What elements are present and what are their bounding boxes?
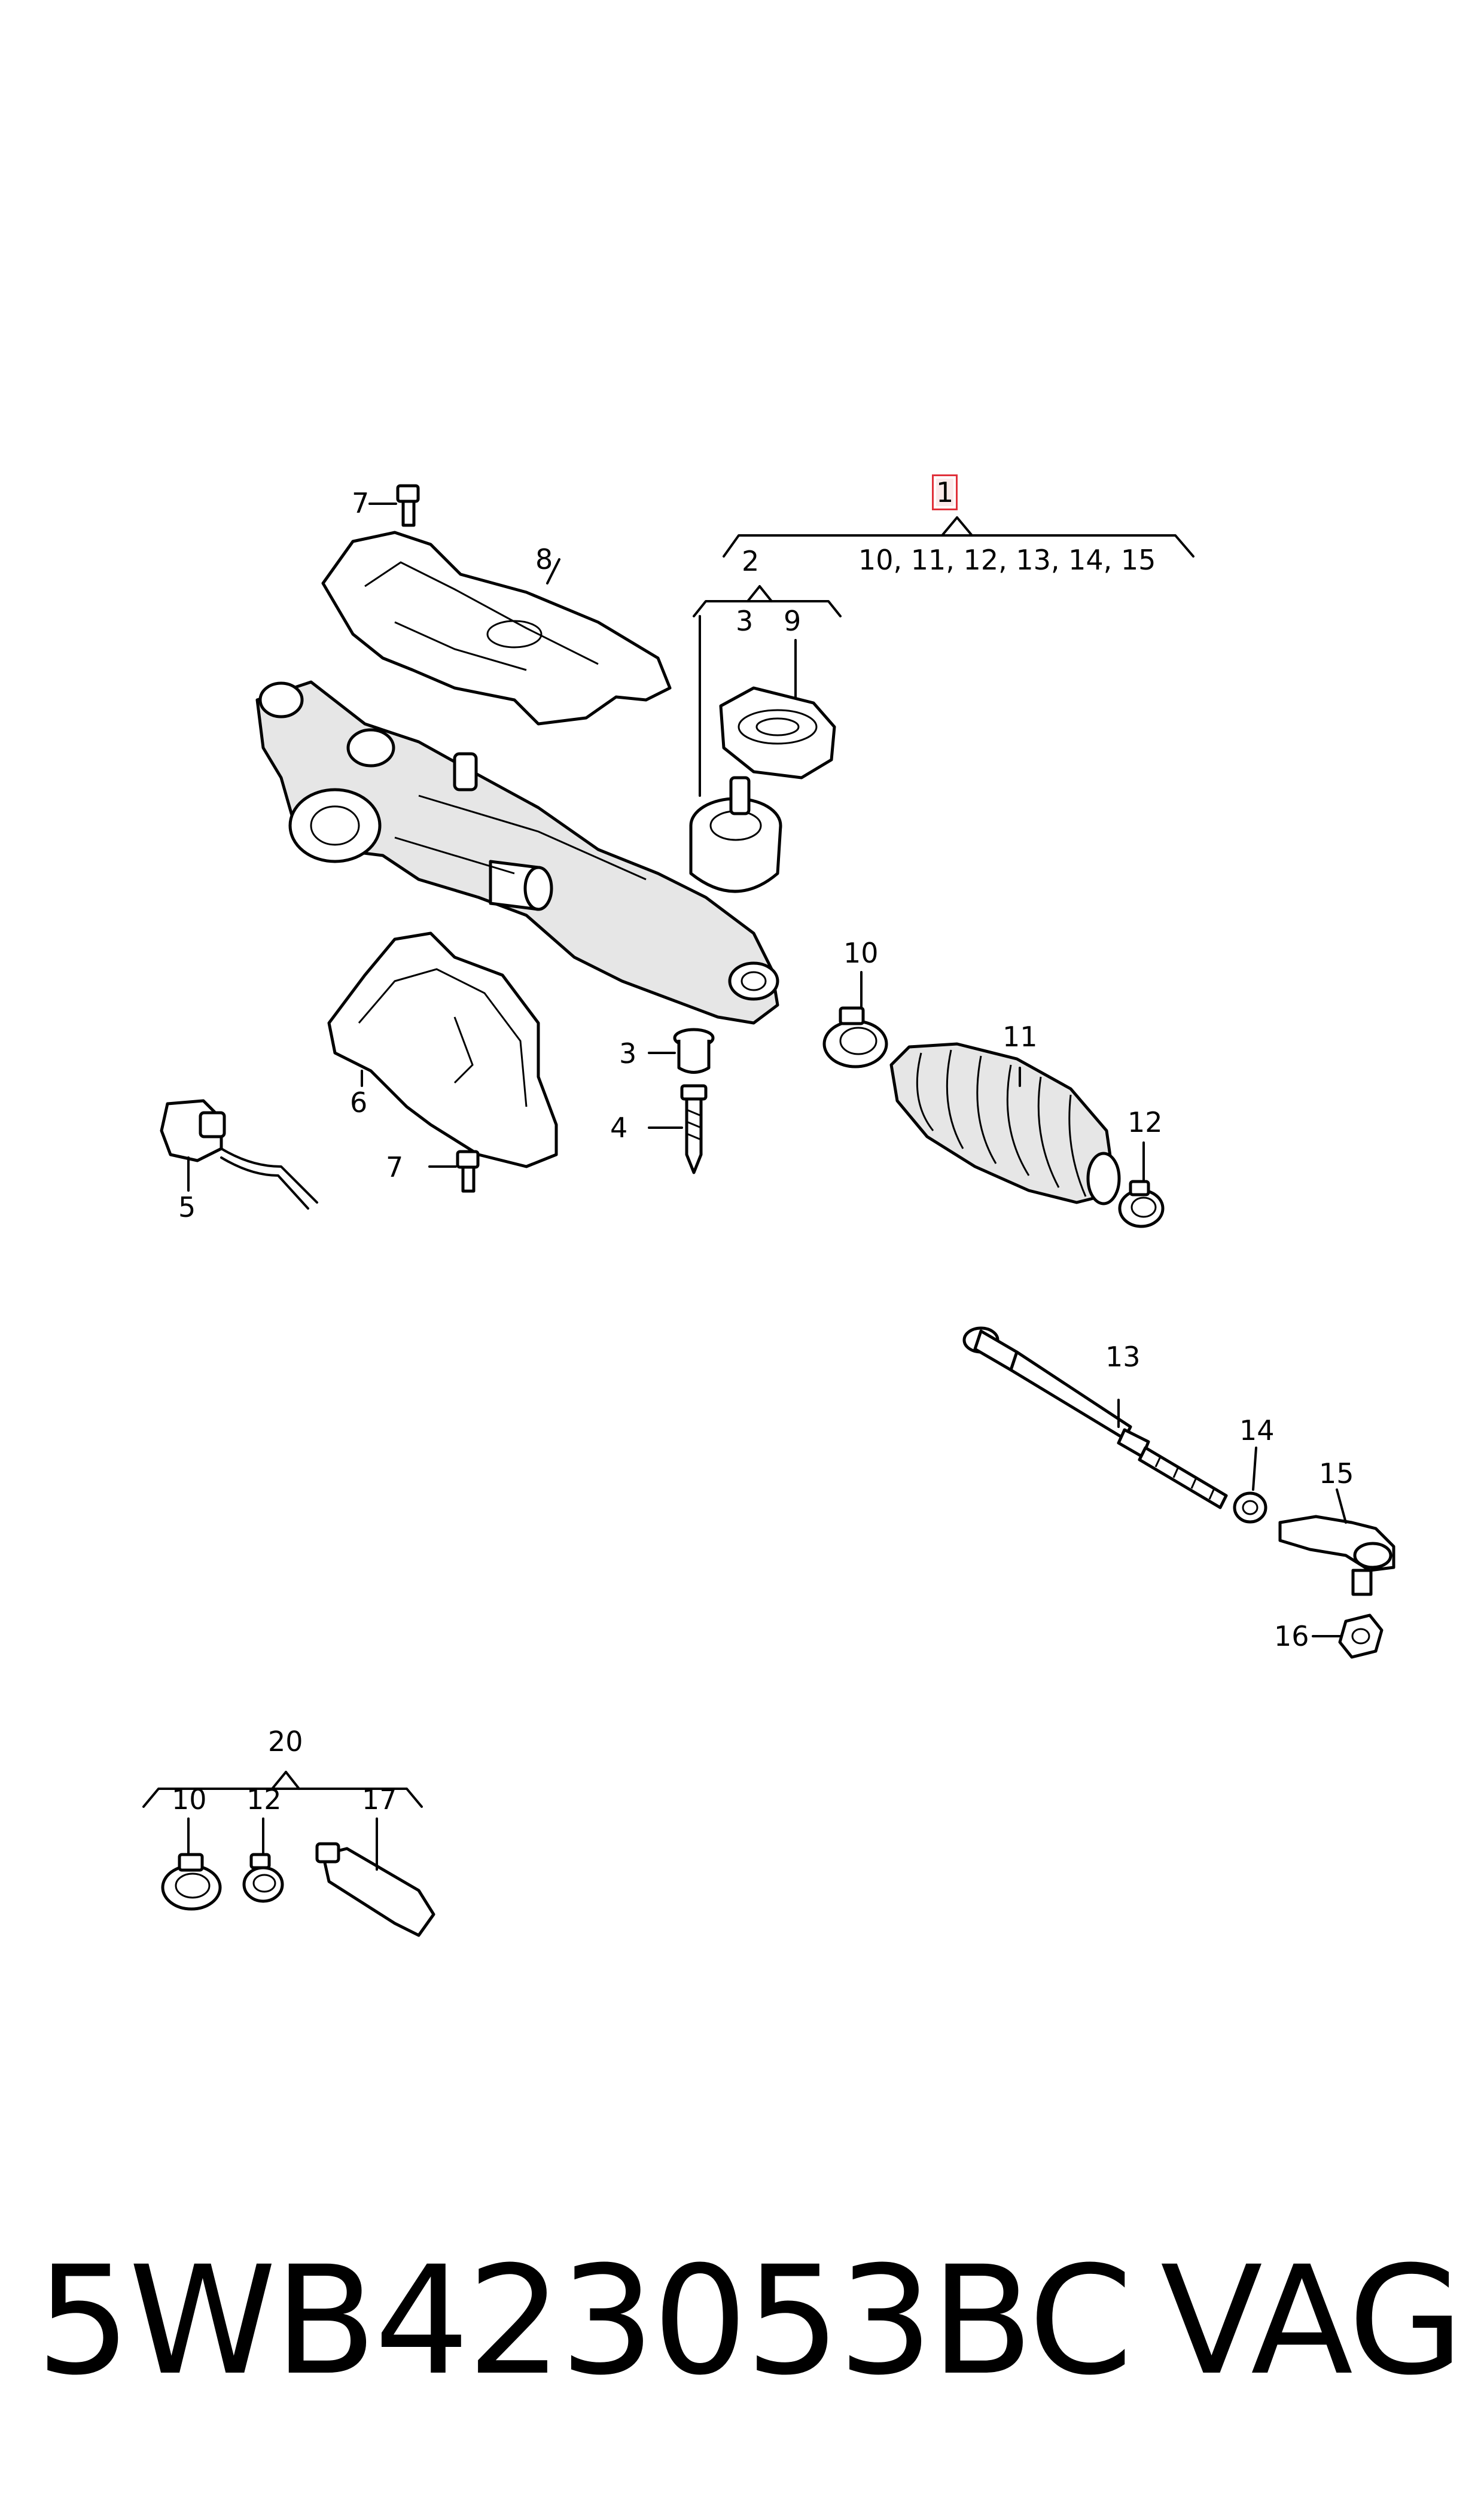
callout-12[interactable]: 12: [1128, 1106, 1163, 1138]
callout-6[interactable]: 6: [350, 1086, 368, 1119]
callout-1-children: 10, 11, 12, 13, 14, 15: [858, 544, 1156, 576]
brand-name: VAG: [1160, 2234, 1464, 2408]
callout-10[interactable]: 10: [843, 937, 879, 969]
part-number: 5WB423053BC: [36, 2234, 1133, 2408]
callout-5[interactable]: 5: [178, 1191, 196, 1223]
callout-kit-10[interactable]: 10: [172, 1783, 207, 1816]
kit-clamp-12: [242, 1817, 284, 1903]
plug-3: [648, 1028, 715, 1074]
bellows-boot-11: [889, 1042, 1121, 1205]
bracket-group-2: [693, 585, 842, 797]
bolt-7-upper: [368, 484, 420, 527]
callout-kit-12[interactable]: 12: [246, 1783, 282, 1816]
heat-shield-lower-6: [327, 931, 558, 1168]
clamp-10: [822, 971, 888, 1068]
heat-shield-upper-8: [321, 531, 672, 726]
nut-16: [1312, 1613, 1384, 1659]
callout-13[interactable]: 13: [1105, 1341, 1141, 1373]
bracket-group-1: [723, 516, 1194, 558]
bolt-4: [648, 1084, 708, 1174]
nut-14: [1233, 1447, 1267, 1524]
tie-rod-end-15: [1278, 1488, 1395, 1596]
kit-clamp-10: [161, 1817, 222, 1911]
callout-11[interactable]: 11: [1002, 1021, 1038, 1053]
callout-3[interactable]: 3: [619, 1037, 637, 1070]
callout-14[interactable]: 14: [1239, 1414, 1275, 1447]
seal-9: [719, 686, 836, 780]
kit-grease-tube-17: [315, 1817, 435, 1937]
callout-1[interactable]: 1: [931, 474, 958, 510]
tie-rod-13: [962, 1326, 1228, 1509]
callout-2[interactable]: 2: [742, 545, 760, 577]
callout-3-group[interactable]: 3: [736, 605, 754, 637]
callout-4[interactable]: 4: [610, 1112, 628, 1144]
callout-7-upper[interactable]: 7: [352, 487, 370, 519]
bolt-7-lower: [428, 1150, 480, 1193]
callout-7-lower[interactable]: 7: [386, 1151, 404, 1183]
bracket-group-20: [142, 1771, 423, 1808]
callout-17[interactable]: 17: [362, 1783, 397, 1816]
sensor-5: [160, 1099, 318, 1210]
clamp-12: [1118, 1141, 1165, 1228]
callout-16[interactable]: 16: [1274, 1620, 1309, 1652]
callout-9[interactable]: 9: [784, 605, 802, 637]
callout-15[interactable]: 15: [1319, 1457, 1354, 1490]
callout-20[interactable]: 20: [268, 1725, 303, 1758]
steering-rack-body: [255, 680, 782, 1025]
callout-8[interactable]: 8: [535, 543, 553, 576]
